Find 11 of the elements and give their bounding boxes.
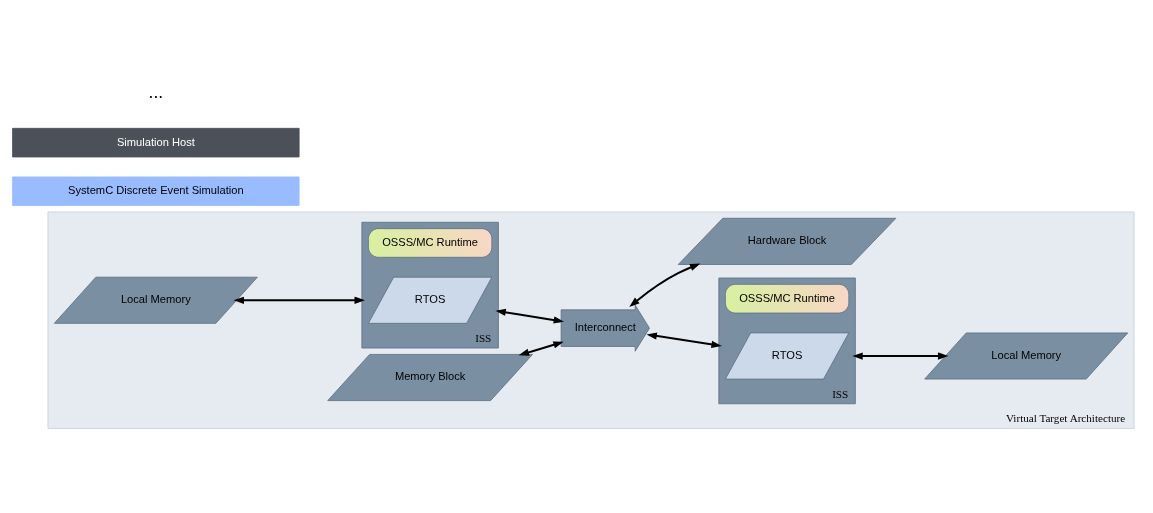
arrow <box>646 332 722 349</box>
arrow <box>852 352 949 360</box>
arrow <box>495 308 565 324</box>
arrow <box>233 296 365 304</box>
node-box: OSSS/MC Runtime <box>725 283 850 314</box>
node-box: Simulation Host <box>12 127 300 158</box>
arrow <box>629 263 701 307</box>
node-box: SystemC Discrete Event Simulation <box>12 176 300 206</box>
arrow <box>518 341 564 356</box>
label: ... <box>148 81 164 102</box>
node-box: OSSS/MC Runtime <box>368 228 493 258</box>
